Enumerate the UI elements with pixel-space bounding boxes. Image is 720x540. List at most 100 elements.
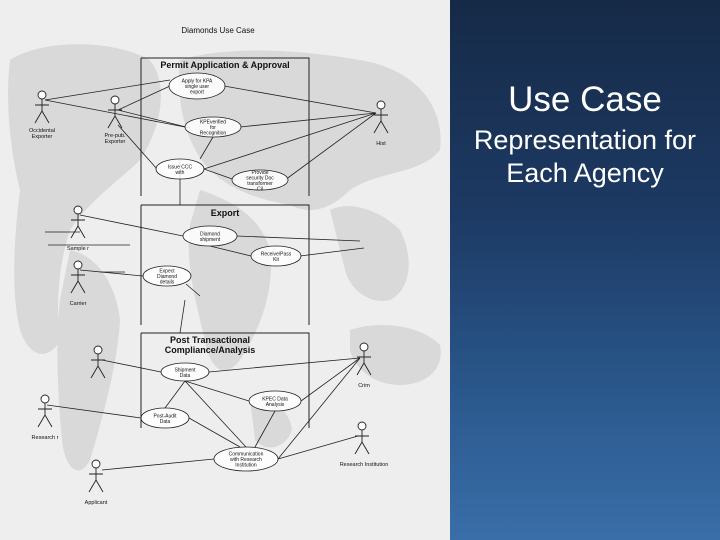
association-line xyxy=(79,214,184,237)
association-line xyxy=(209,245,252,257)
actor-body xyxy=(70,269,86,294)
section-label-export: Export xyxy=(211,208,240,218)
actor-figure xyxy=(356,342,372,376)
actor-label: Carrier xyxy=(70,301,87,307)
actor-label: Applicant xyxy=(85,500,108,506)
slide-title: Use Case xyxy=(508,80,662,119)
actor-body xyxy=(354,430,370,455)
actor-figure xyxy=(88,459,104,493)
association-line xyxy=(203,112,377,170)
actor-label: Pre-pub.Exporter xyxy=(104,133,126,145)
actor-head xyxy=(93,345,103,355)
actor-head xyxy=(37,90,47,100)
association-line xyxy=(203,168,236,181)
use-case-ellipses xyxy=(140,72,302,472)
association-line xyxy=(284,112,377,181)
actor-label: Hist xyxy=(376,141,386,147)
actor-figure xyxy=(90,345,106,379)
actor-head xyxy=(73,205,83,215)
use-case-ellipse xyxy=(182,225,238,247)
use-case-ellipse xyxy=(250,245,302,267)
actors xyxy=(34,90,389,493)
actor-body xyxy=(373,109,389,134)
actor-head xyxy=(110,95,120,105)
actor-figure xyxy=(37,394,53,428)
actor-label: Crim xyxy=(358,383,370,389)
association-line xyxy=(46,404,142,419)
association-line xyxy=(184,380,250,402)
actor-body xyxy=(37,403,53,428)
actor-head xyxy=(91,459,101,469)
actor-body xyxy=(34,99,50,124)
actor-body xyxy=(107,104,123,129)
title-panel xyxy=(450,0,720,540)
actor-figure xyxy=(70,205,86,239)
section-frame-export xyxy=(140,204,310,325)
section-frame-permit xyxy=(140,57,310,196)
association-line xyxy=(179,299,186,334)
diagram-labels: Permit Application & ApprovalExportPost … xyxy=(29,60,388,506)
association-line xyxy=(44,79,171,101)
association-line xyxy=(79,269,144,277)
use-case-ellipse xyxy=(213,446,279,472)
slide-subtitle: Representation for Each Agency xyxy=(473,125,697,188)
actor-figure xyxy=(70,260,86,294)
association-line xyxy=(101,359,162,373)
association-line xyxy=(277,357,361,460)
actor-label: Research Institution xyxy=(340,462,389,468)
section-frame-post-transactional xyxy=(140,332,310,428)
association-line xyxy=(223,85,377,114)
association-line xyxy=(117,109,191,129)
association-line xyxy=(164,380,186,409)
actor-body xyxy=(356,351,372,376)
actor-body xyxy=(70,214,86,239)
section-label-permit: Permit Application & Approval xyxy=(160,60,289,70)
association-line xyxy=(188,417,241,448)
association-line xyxy=(277,435,359,460)
association-line xyxy=(101,458,215,471)
association-line xyxy=(208,357,361,373)
association-line xyxy=(117,124,158,170)
association-line xyxy=(254,410,276,448)
use-case-ellipse xyxy=(231,169,289,191)
use-case-diagram: Permit Application & ApprovalExportPost … xyxy=(8,26,441,506)
association-line xyxy=(117,85,171,111)
association-line xyxy=(184,380,247,448)
actor-head xyxy=(73,260,83,270)
actor-head xyxy=(357,421,367,431)
actor-head xyxy=(40,394,50,404)
association-line xyxy=(236,235,361,242)
actor-head xyxy=(359,342,369,352)
use-case-ellipse xyxy=(142,265,192,287)
world-map-background xyxy=(8,44,441,471)
actor-figure xyxy=(354,421,370,455)
use-case-ellipse xyxy=(168,72,226,100)
actor-label: Research r xyxy=(32,435,59,441)
association-line xyxy=(199,136,214,160)
actor-body xyxy=(90,354,106,379)
actor-label: Sample r xyxy=(67,246,89,252)
association-line xyxy=(239,112,377,128)
association-line xyxy=(299,247,365,257)
use-case-ellipse xyxy=(155,158,205,180)
use-case-ellipse xyxy=(140,407,190,429)
association-line xyxy=(300,357,361,402)
use-case-ellipse xyxy=(248,390,302,412)
section-frames xyxy=(140,57,310,428)
actor-figure xyxy=(107,95,123,129)
actor-figure xyxy=(373,100,389,134)
